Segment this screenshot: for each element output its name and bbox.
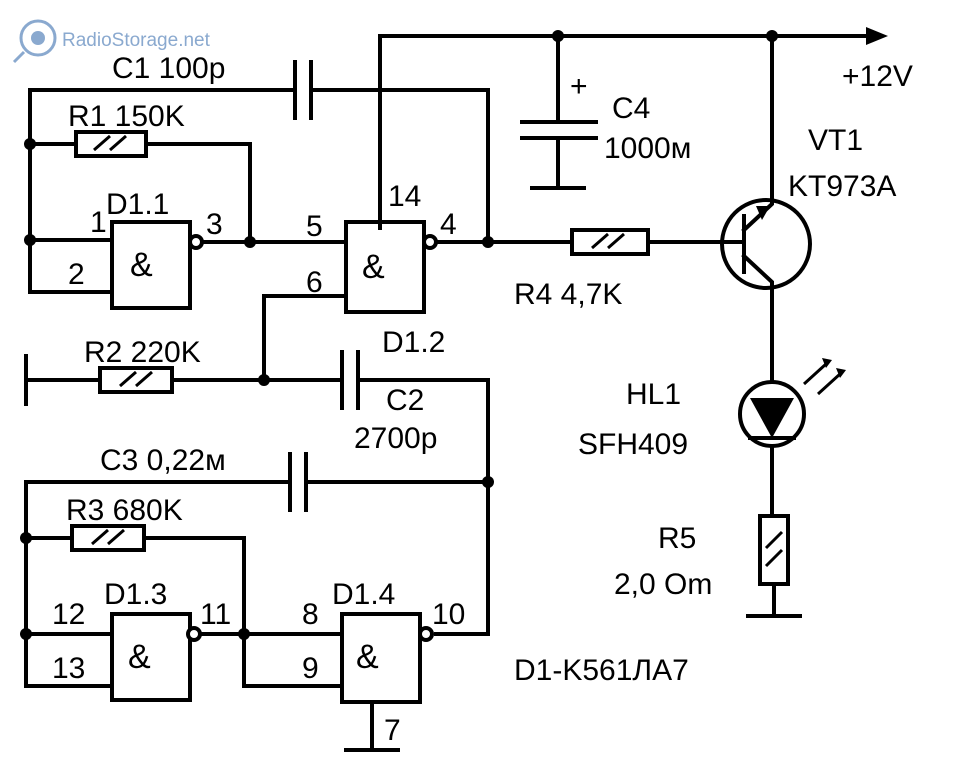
r4-label: R4 4,7K <box>514 278 622 311</box>
hl1-type: SFH409 <box>578 428 688 461</box>
c2-value: 2700p <box>354 422 437 455</box>
d1-3-name: D1.3 <box>104 578 167 611</box>
r5-value: 2,0 Om <box>614 568 712 601</box>
d1-3-pin11: 11 <box>200 598 231 631</box>
chip-label: D1-K561ЛA7 <box>514 654 689 687</box>
c2-name: C2 <box>386 384 424 417</box>
d1-1-name: D1.1 <box>106 188 169 221</box>
r1-label: R1 150K <box>68 100 185 133</box>
hl1-name: HL1 <box>626 378 681 411</box>
led-hl1 <box>738 358 846 518</box>
watermark-text: RadioStorage.net <box>62 30 211 51</box>
d1-2-pin4: 4 <box>440 208 457 241</box>
d1-2-symbol: & <box>362 248 385 286</box>
c4-polarity: + <box>570 70 588 103</box>
d1-1-symbol: & <box>130 246 153 284</box>
upper-oscillator-wiring <box>24 60 574 382</box>
c3-label: C3 0,22м <box>100 444 226 477</box>
gate-d1-1 <box>110 220 204 310</box>
d1-1-pin3: 3 <box>206 208 223 241</box>
lower-oscillator-wiring <box>20 452 494 752</box>
d1-4-pin7: 7 <box>384 714 401 747</box>
resistor-r1 <box>74 130 148 158</box>
d1-4-pin9: 9 <box>302 652 319 685</box>
d1-2-name: D1.2 <box>382 326 445 359</box>
d1-4-symbol: & <box>356 638 379 676</box>
vt1-type: KT973A <box>788 170 896 203</box>
c4-name: C4 <box>612 92 650 125</box>
d1-4-pin10: 10 <box>432 598 465 631</box>
capacitor-c4 <box>520 34 598 190</box>
r2-label: R2 220K <box>84 336 201 369</box>
radiostorage-logo-icon <box>12 19 57 64</box>
d1-4-name: D1.4 <box>332 578 395 611</box>
d1-4-pin8: 8 <box>302 598 319 631</box>
r2-c2-wiring <box>24 350 490 636</box>
vt1-name: VT1 <box>808 124 863 157</box>
d1-1-pin1: 1 <box>90 206 107 239</box>
gate-d1-3 <box>110 612 202 702</box>
gate-d1-4 <box>340 612 434 704</box>
resistor-r5 <box>746 514 802 618</box>
r5-name: R5 <box>658 522 696 555</box>
d1-2-pin5: 5 <box>306 210 323 243</box>
d1-2-pin6: 6 <box>306 266 323 299</box>
d1-1-pin2: 2 <box>68 258 85 291</box>
gate-d1-2 <box>344 220 438 314</box>
c1-label: C1 100p <box>112 52 225 85</box>
d1-3-pin13: 13 <box>52 652 85 685</box>
resistor-r4 <box>570 228 724 256</box>
transistor-vt1 <box>720 34 812 384</box>
d1-3-pin12: 12 <box>52 598 85 631</box>
supply-label: +12V <box>842 60 913 93</box>
c4-value: 1000м <box>604 132 691 165</box>
d1-2-pin14: 14 <box>388 180 421 213</box>
d1-3-symbol: & <box>128 638 151 676</box>
r3-label: R3 680K <box>66 494 183 527</box>
